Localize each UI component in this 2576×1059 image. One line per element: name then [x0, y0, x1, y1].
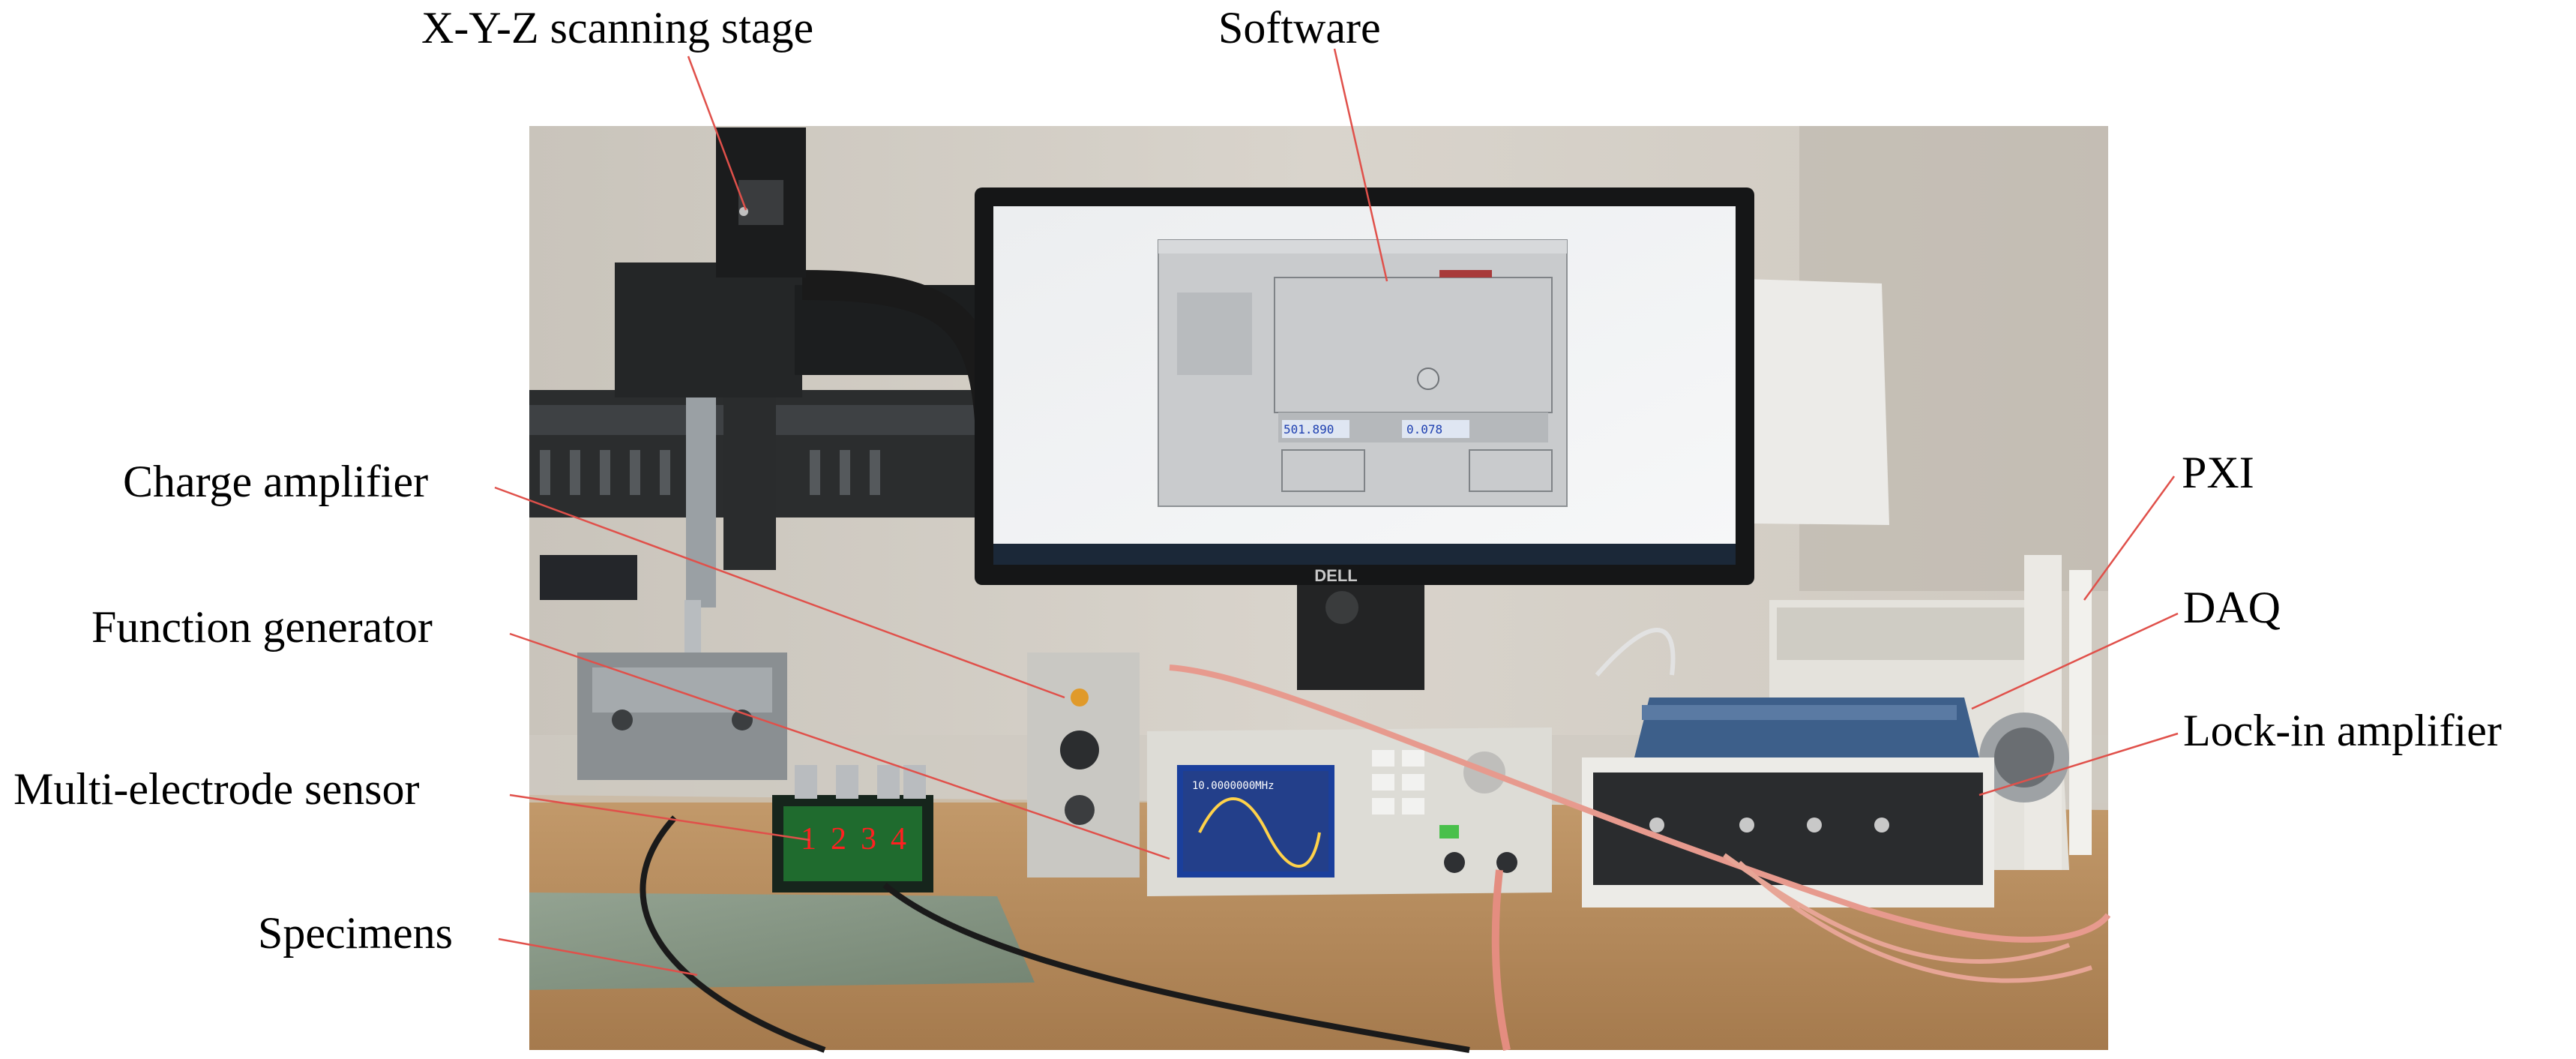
xyz-stage-device	[529, 128, 1023, 780]
monitor-brand-logo: DELL	[1314, 566, 1357, 585]
label-lockin-amplifier: Lock-in amplifier	[2183, 706, 2502, 755]
leader-line-charge-amplifier	[494, 486, 1065, 699]
leader-line-xyz-stage	[687, 56, 747, 211]
leader-line-multi-electrode-sensor	[509, 794, 810, 842]
specimens-plate	[529, 892, 1035, 990]
monitor: 501.890 0.078 DELL	[975, 188, 1754, 690]
label-multi-electrode-sensor: Multi-electrode sensor	[13, 764, 420, 814]
function-generator-device: 10.0000000MHz	[1147, 728, 1552, 896]
label-daq: DAQ	[2183, 583, 2281, 632]
leader-line-function-generator	[509, 632, 1170, 860]
label-charge-amplifier: Charge amplifier	[123, 457, 429, 506]
function-generator-readout: 10.0000000MHz	[1192, 780, 1275, 792]
label-pxi: PXI	[2182, 448, 2254, 497]
electrode-4-label: 4	[891, 822, 906, 856]
leader-line-specimens	[498, 938, 698, 976]
multi-electrode-sensor-device	[772, 765, 933, 892]
electrode-3-label: 3	[861, 822, 876, 856]
daq-device	[1634, 698, 1979, 758]
leader-line-daq	[1971, 612, 2179, 710]
leader-line-lockin	[1978, 732, 2179, 796]
leader-line-pxi	[2083, 476, 2176, 601]
electrode-2-label: 2	[831, 822, 846, 856]
label-function-generator: Function generator	[91, 602, 433, 652]
cables	[640, 628, 2111, 1053]
screen-readout-2: 0.078	[1406, 422, 1442, 436]
screen-readout-1: 501.890	[1284, 422, 1334, 436]
label-software: Software	[1218, 3, 1381, 52]
label-xyz-scanning-stage: X-Y-Z scanning stage	[421, 3, 814, 52]
label-specimens: Specimens	[258, 908, 453, 958]
leader-line-software	[1333, 48, 1388, 282]
